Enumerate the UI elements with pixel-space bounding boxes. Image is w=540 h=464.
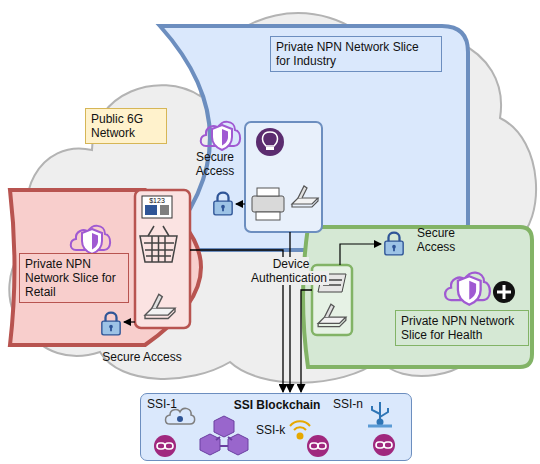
edge-label: Device Authentication [240, 257, 340, 285]
ssi-label: SSI-n [333, 397, 373, 411]
bulb-icon [256, 128, 284, 156]
slice-label: Private NPN Network Slice for Industry [270, 36, 442, 72]
shield-icon [201, 122, 240, 150]
basket-icon [140, 226, 177, 262]
health-plus-icon [493, 281, 515, 303]
shield-icon [71, 226, 110, 254]
ssi-label: SSI-k [256, 423, 296, 437]
chain-icon [154, 435, 176, 457]
slice-label: Private NPN Network Slice for Retail [19, 253, 129, 303]
printer-icon [252, 188, 284, 220]
usb-icon [368, 402, 392, 426]
access-label: Secure Access [188, 150, 242, 178]
scanner-icon [292, 186, 318, 207]
slice-label: Private NPN Network Slice for Health [395, 310, 529, 346]
scanner-icon [318, 304, 346, 326]
shield-icon [445, 273, 490, 305]
access-label: Secure Access [96, 350, 188, 364]
chain-icon [373, 434, 395, 456]
price-tag: $123 [145, 197, 169, 205]
device-group [135, 190, 190, 328]
device-group [245, 122, 322, 232]
connector-arrow [301, 290, 312, 392]
lock-icon [385, 233, 403, 255]
network-label: Public 6G Network [85, 108, 167, 144]
lock-icon [214, 193, 232, 215]
blockchain-title: SSI Blockchain [141, 398, 413, 412]
access-arrow [236, 203, 245, 204]
scanner-icon [145, 294, 175, 318]
access-label: Secure Access [408, 226, 464, 254]
access-arrow [340, 244, 381, 265]
access-arrow [124, 321, 135, 322]
ssi-label: SSI-1 [147, 397, 187, 411]
chain-icon [307, 435, 329, 457]
lock-icon [102, 313, 120, 335]
blockchain-cluster-icon [200, 416, 248, 455]
register-icon [142, 196, 172, 218]
connector-arrow [289, 232, 290, 392]
wireless-icon [290, 421, 310, 438]
